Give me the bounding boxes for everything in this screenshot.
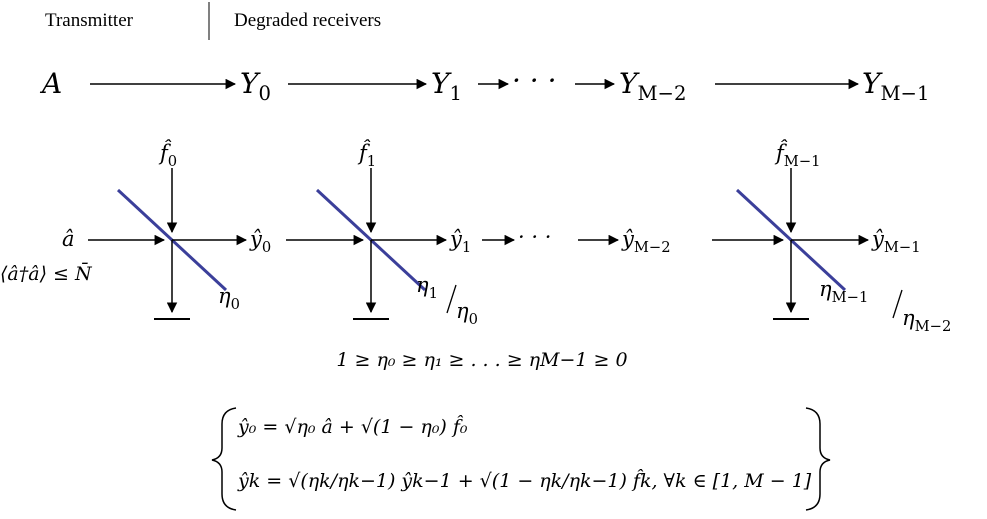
eta-inequality: 1 ≥ η₀ ≥ η₁ ≥ . . . ≥ ηM−1 ≥ 0 xyxy=(336,349,627,371)
eta-den-last: ηM−2 xyxy=(902,306,951,335)
left-brace xyxy=(211,407,237,511)
chain-ellipsis: · · · xyxy=(512,64,557,97)
output-pre-last: ŷM−2 xyxy=(621,227,671,256)
output-last: ŷM−1 xyxy=(871,227,921,256)
header-receivers: Degraded receivers xyxy=(234,10,381,31)
eta-label-1: η1 xyxy=(416,273,438,302)
eta-slash-1 xyxy=(446,284,457,314)
eta-label-last: ηM−1 xyxy=(819,277,868,306)
chain-receiver-2: YM−2 xyxy=(619,67,686,105)
header-transmitter: Transmitter xyxy=(45,10,134,31)
noise-last: f̂M−1 xyxy=(774,140,820,170)
chain-receiver-0: Y0 xyxy=(240,67,271,105)
chain-receiver-1: Y1 xyxy=(431,67,462,105)
right-brace xyxy=(805,407,831,511)
output-0: ŷ0 xyxy=(249,227,271,256)
chain-source: A xyxy=(39,67,62,100)
noise-1: f̂1 xyxy=(357,140,376,170)
noise-0: f̂0 xyxy=(158,140,177,170)
output-1: ŷ1 xyxy=(449,227,471,256)
input-mode: â xyxy=(62,227,75,251)
eta-den-1: η0 xyxy=(456,299,478,328)
equation-yk: ŷk = √(ηk/ηk−1) ŷk−1 + √(1 − ηk/ηk−1) f̂… xyxy=(237,469,812,492)
eta-slash-last xyxy=(892,289,903,319)
chain-receiver-3: YM−1 xyxy=(862,67,929,105)
circuit-ellipsis: · · · xyxy=(518,225,551,249)
equation-y0: ŷ₀ = √η₀ â + √(1 − η₀) f̂₀ xyxy=(237,415,468,438)
input-constraint: ⟨â†â⟩ ≤ N̄ xyxy=(0,262,93,285)
eta-label-0: η0 xyxy=(218,284,240,313)
